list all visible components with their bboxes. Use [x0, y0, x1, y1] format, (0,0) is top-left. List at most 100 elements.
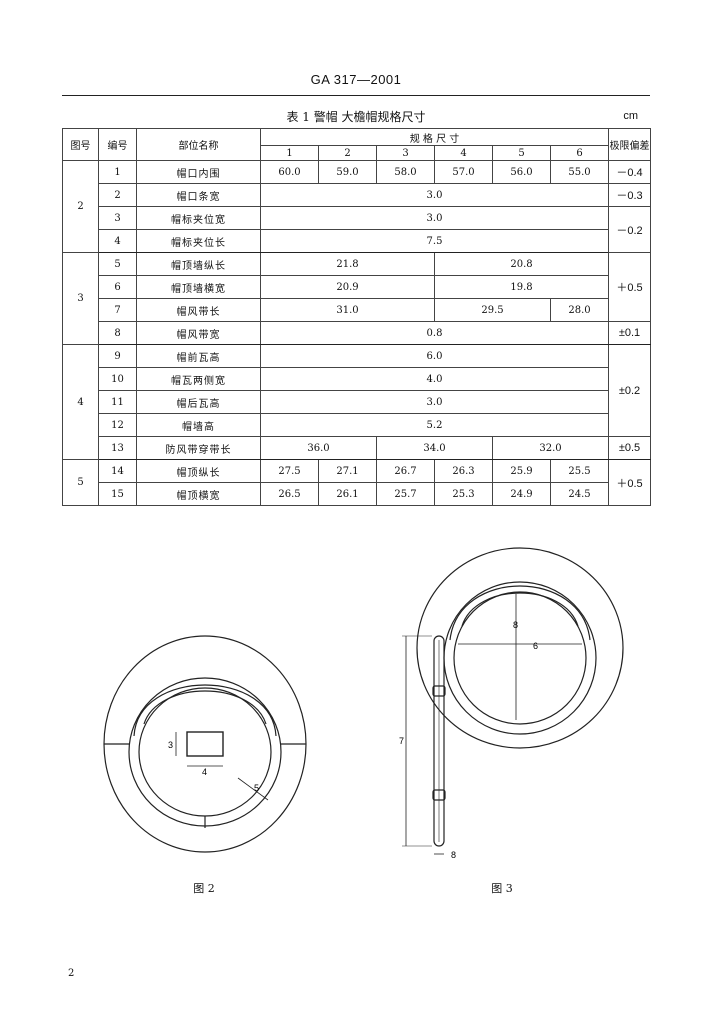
item-number: 13	[98, 436, 137, 460]
part-name: 帽前瓦高	[136, 344, 261, 368]
size-value: 60.0	[260, 160, 319, 184]
wind-strap	[433, 635, 445, 847]
size-value: 20.9	[260, 275, 435, 299]
tolerance-value: ＋0.5	[608, 459, 652, 506]
size-value: 25.5	[549, 459, 610, 483]
tolerance-value: －0.4	[608, 160, 652, 184]
part-name: 帽瓦两侧宽	[136, 367, 261, 391]
standard-code: GA 317—2001	[310, 72, 402, 87]
item-number: 6	[98, 275, 137, 299]
size-value: 56.0	[492, 160, 551, 184]
header-part-name: 部位名称	[136, 128, 261, 161]
size-value: 25.3	[434, 482, 493, 506]
item-number: 12	[98, 413, 137, 437]
front-visor-curve	[133, 684, 277, 737]
header-size: 4	[434, 145, 493, 161]
table-row: 7 帽风带长 31.0 29.5 28.0	[63, 298, 651, 322]
table-row: 11 帽后瓦高 3.0	[63, 390, 651, 414]
strap-buckle	[432, 685, 446, 697]
figure-number: 5	[62, 459, 99, 506]
figure-number: 3	[62, 252, 99, 345]
size-value: 58.0	[376, 160, 435, 184]
dim-label: 8	[451, 850, 456, 860]
size-value: 24.5	[549, 482, 610, 506]
size-value: 6.0	[259, 344, 610, 368]
header-figure-no: 图号	[62, 128, 99, 161]
figure-number: 2	[62, 160, 99, 253]
front-visor-curve	[449, 585, 591, 641]
part-name: 帽标夹位长	[136, 229, 261, 253]
item-number: 10	[98, 367, 137, 391]
header-item-no: 编号	[98, 128, 137, 161]
size-value: 0.8	[259, 321, 610, 345]
part-name: 防风带穿带长	[136, 436, 261, 460]
table-row: 13 防风带穿带长 36.0 34.0 32.0 ±0.5	[63, 436, 652, 460]
part-name: 帽口条宽	[136, 183, 261, 207]
table-row: 4 9 帽前瓦高 6.0 ±0.2	[62, 344, 652, 460]
item-number: 15	[98, 482, 137, 506]
item-number: 14	[98, 459, 137, 483]
size-value: 27.1	[318, 459, 377, 483]
item-number: 4	[98, 229, 137, 253]
size-value: 34.0	[376, 436, 493, 460]
table-row: 8 帽风带宽 0.8 ±0.1	[63, 321, 652, 345]
item-number: 2	[98, 183, 137, 207]
size-value: 55.0	[549, 160, 610, 184]
size-value: 7.5	[259, 229, 610, 253]
size-value: 26.1	[318, 482, 377, 506]
visor-inner-curve	[143, 690, 267, 725]
table-unit: cm	[623, 110, 638, 122]
table-row: 15 帽顶横宽 26.5 26.1 25.7 25.3 24.9 24.5	[63, 482, 651, 506]
table-row: 5 14 帽顶纵长 27.5 27.1 26.7 26.3 25.9 25.5 …	[62, 459, 652, 506]
table-row: 12 帽墙高 5.2	[63, 413, 651, 437]
figure-number: 4	[62, 344, 99, 460]
page-number: 2	[68, 968, 75, 979]
tolerance-value: －0.3	[608, 183, 652, 207]
item-number: 7	[98, 298, 137, 322]
size-value: 25.9	[492, 459, 551, 483]
size-value: 36.0	[260, 436, 377, 460]
header-rule	[62, 95, 650, 96]
visor-inner-curve	[461, 592, 579, 627]
part-name: 帽口内围	[136, 160, 261, 184]
header-size: 1	[260, 145, 319, 161]
item-number: 3	[98, 206, 137, 230]
part-name: 帽顶横宽	[136, 482, 261, 506]
size-value: 3.0	[259, 206, 610, 230]
figure-3-drawing: 8 6 7 8	[399, 547, 624, 860]
size-value: 3.0	[259, 183, 610, 207]
crown-outline	[138, 687, 272, 817]
item-number: 11	[98, 390, 137, 414]
size-value: 31.0	[260, 298, 435, 322]
dim-label: 5	[254, 783, 259, 793]
dim-label: 7	[399, 736, 404, 746]
size-value: 32.0	[491, 436, 610, 460]
tolerance-value: ±0.2	[608, 344, 652, 437]
part-name: 帽风带长	[136, 298, 261, 322]
size-value: 28.0	[549, 298, 610, 322]
part-name: 帽顶墙纵长	[136, 252, 261, 276]
dim-label: 3	[168, 740, 173, 750]
table-row: 10 帽瓦两侧宽 4.0	[63, 367, 651, 391]
dim-label: 8	[513, 620, 518, 630]
size-value: 27.5	[260, 459, 319, 483]
size-value: 3.0	[259, 390, 610, 414]
table-row: 2 帽口条宽 3.0 －0.3	[63, 183, 652, 207]
table-row: 3 帽标夹位宽 3.0 －0.2	[63, 206, 652, 253]
figure-2-label: 图 2	[193, 882, 215, 895]
header-size: 2	[318, 145, 377, 161]
dim-leader-band	[237, 777, 269, 801]
dim-label: 4	[202, 767, 207, 777]
table-row: 2 1 帽口内围 60.0 59.0 58.0 57.0 56.0 55.0 －…	[62, 160, 652, 253]
table-row: 3 5 帽顶墙纵长 21.8 20.8 ＋0.5	[62, 252, 652, 345]
size-value: 26.5	[260, 482, 319, 506]
item-number: 9	[98, 344, 137, 368]
table-row: 4 帽标夹位长 7.5	[63, 229, 651, 253]
part-name: 帽顶墙横宽	[136, 275, 261, 299]
part-name: 帽墙高	[136, 413, 261, 437]
spec-table: 图号 编号 部位名称 规 格 尺 寸 极限偏差 1 2 3 4 5 6 2 1 …	[62, 128, 652, 506]
dim-label: 6	[533, 641, 538, 651]
figure-3-label: 图 3	[491, 882, 513, 895]
strap-buckle	[432, 789, 446, 801]
size-value: 24.9	[492, 482, 551, 506]
